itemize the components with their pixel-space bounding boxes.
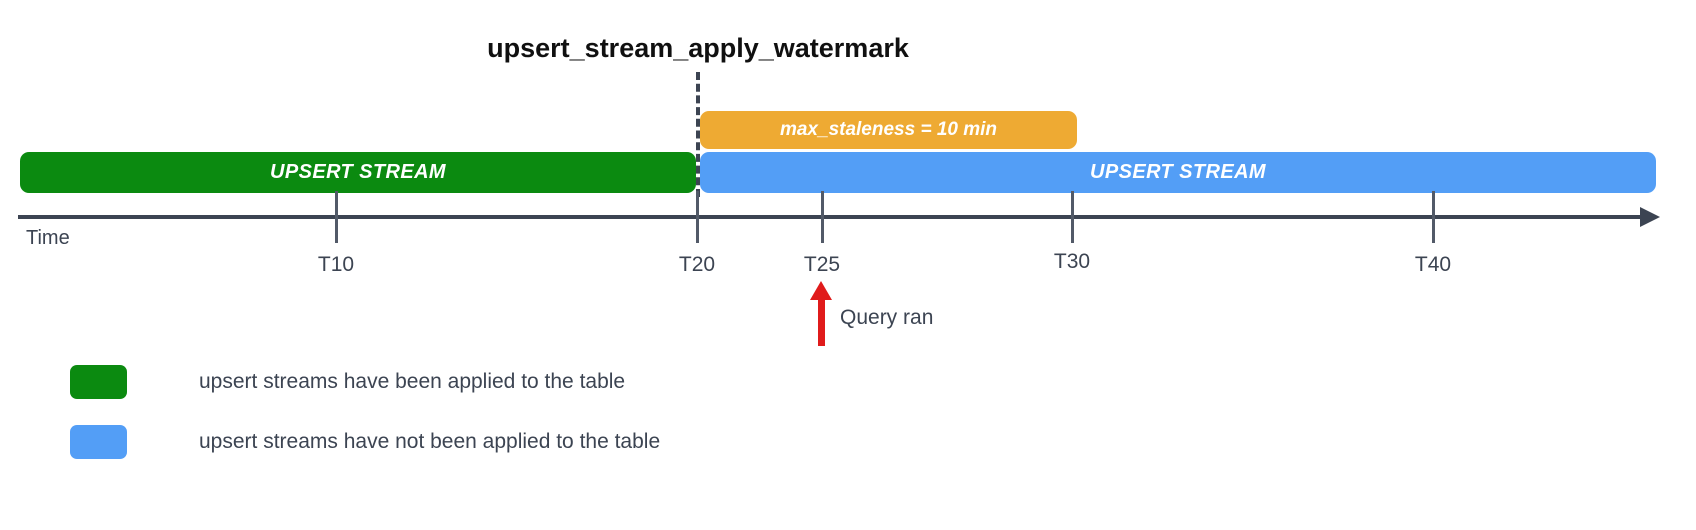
axis-tick xyxy=(1432,191,1435,243)
axis-tick xyxy=(696,191,699,243)
legend: upsert streams have been applied to the … xyxy=(70,352,660,472)
watermark-dotted-line xyxy=(696,72,700,197)
query-ran-label: Query ran xyxy=(840,306,934,329)
axis-tick-label: T30 xyxy=(1053,250,1091,273)
time-axis-line xyxy=(18,215,1650,219)
query-ran-arrow-shaft xyxy=(818,298,825,346)
max-staleness-label: max_staleness = 10 min xyxy=(779,119,998,140)
axis-tick xyxy=(335,191,338,243)
axis-tick xyxy=(821,191,824,243)
legend-item: upsert streams have not been applied to … xyxy=(70,412,660,472)
legend-swatch-green xyxy=(70,365,127,399)
upsert-stream-applied-bar: UPSERT STREAM xyxy=(20,152,696,193)
time-axis-caption: Time xyxy=(26,227,70,249)
legend-swatch-blue xyxy=(70,425,127,459)
legend-item: upsert streams have been applied to the … xyxy=(70,352,660,412)
axis-tick xyxy=(1071,191,1074,243)
axis-tick-label: T20 xyxy=(678,253,716,276)
upsert-stream-not-applied-bar: UPSERT STREAM xyxy=(700,152,1656,193)
query-ran-arrow-icon xyxy=(810,281,832,300)
max-staleness-bar: max_staleness = 10 min xyxy=(700,111,1077,149)
axis-tick-label: T10 xyxy=(317,253,355,276)
axis-tick-label: T25 xyxy=(803,253,841,276)
upsert-stream-applied-label: UPSERT STREAM xyxy=(270,161,446,183)
legend-label: upsert streams have been applied to the … xyxy=(199,370,626,393)
axis-tick-label: T40 xyxy=(1414,253,1452,276)
time-axis-arrow-icon xyxy=(1640,207,1660,227)
upsert-stream-not-applied-label: UPSERT STREAM xyxy=(1090,161,1266,183)
diagram-title: upsert_stream_apply_watermark xyxy=(487,33,909,63)
legend-label: upsert streams have not been applied to … xyxy=(199,430,661,453)
